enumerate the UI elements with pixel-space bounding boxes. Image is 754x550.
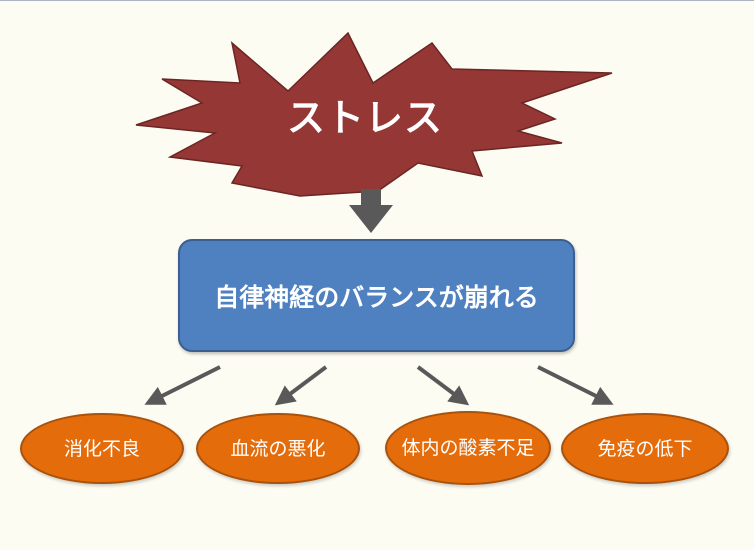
center-box <box>178 239 575 352</box>
down-arrow-icon <box>349 189 393 233</box>
effect-4-line-1: 免疫の低下 <box>597 437 693 460</box>
center-box-label: 自律神経のバランスが崩れる <box>214 282 539 312</box>
effect-1-line-1: 消化不良 <box>63 437 140 460</box>
effect-oval-3 <box>385 411 551 485</box>
arrow-to-effect-2 <box>274 365 328 406</box>
arrow-to-effect-4 <box>537 365 614 405</box>
effect-label-4: 免疫の低下 <box>561 413 729 484</box>
effect-2-line-1: 血流の悪化 <box>230 437 326 460</box>
stress-burst-shape <box>135 31 613 197</box>
effect-oval-1 <box>20 413 184 484</box>
effect-label-3: 体内の酸 素不足 <box>385 411 551 485</box>
effect-label-1: 消化不良 <box>20 413 184 484</box>
effect-label-2: 血流の悪化 <box>196 413 360 484</box>
arrow-to-effect-1 <box>144 365 221 405</box>
effect-3-line-2: 素不足 <box>477 437 535 459</box>
arrow-to-effect-3 <box>416 365 470 406</box>
effect-3-line-1: 体内の酸 <box>401 437 478 459</box>
effect-oval-4 <box>561 413 729 484</box>
stress-label: ストレス <box>286 95 443 140</box>
effect-oval-2 <box>196 413 360 484</box>
